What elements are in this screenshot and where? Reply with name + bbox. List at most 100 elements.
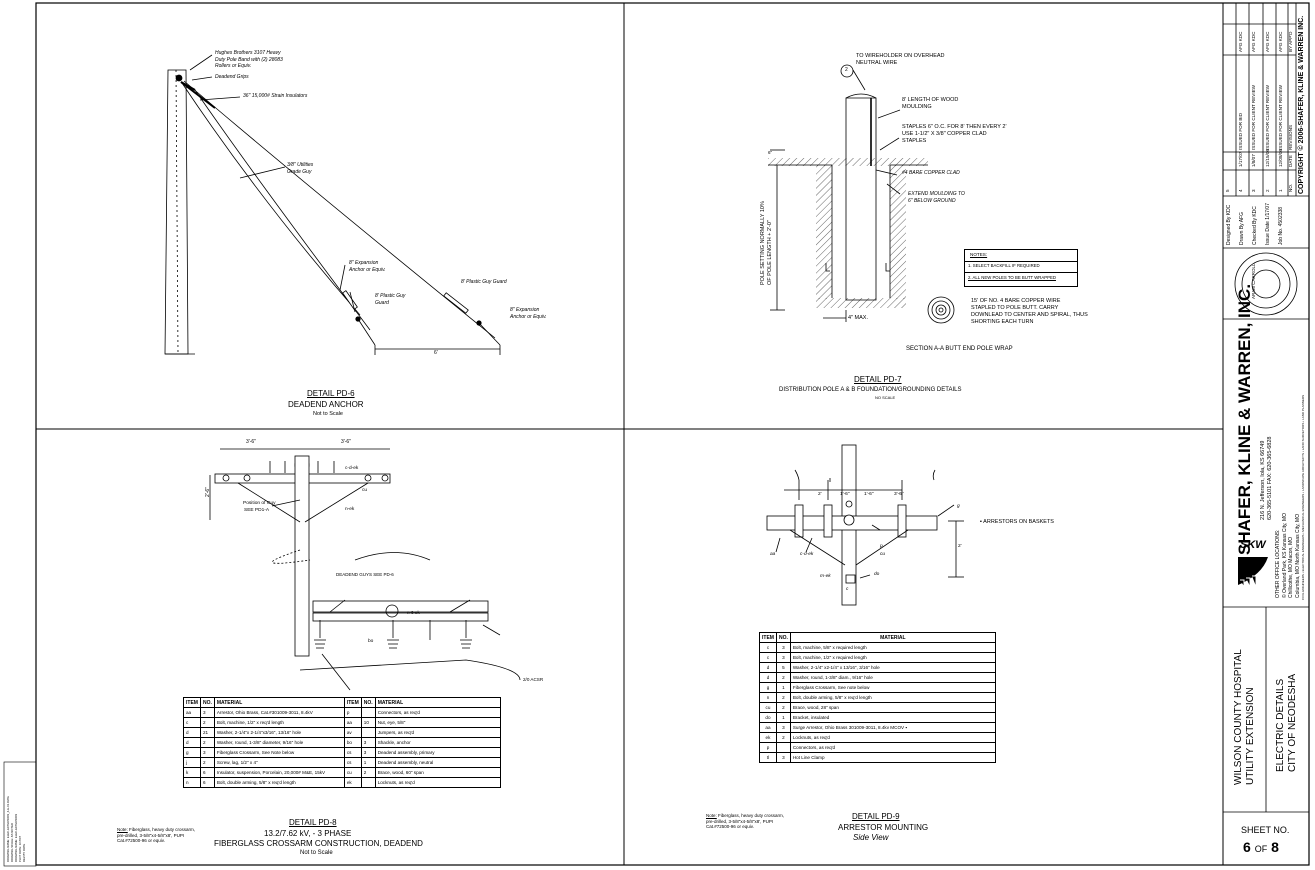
table-cell: c: [759, 652, 777, 663]
table-cell: aa: [759, 722, 777, 733]
pd7-title: DETAIL PD-7: [854, 375, 902, 384]
table-cell: av: [343, 727, 362, 738]
revision-cell: AFG KDC: [1238, 31, 1243, 52]
pd9-dim2: 1'-6": [840, 492, 850, 497]
table-cell: 1: [775, 682, 791, 693]
titleblock-grid: [1223, 3, 1309, 813]
sheet-border: [35, 2, 1310, 866]
table-cell: 3: [199, 747, 215, 758]
pd9-do-label: do: [874, 572, 880, 577]
pd8-col-item2: ITEM: [343, 697, 362, 708]
table-cell: 3: [775, 642, 791, 653]
table-cell: Hot Line Clamp: [789, 752, 996, 763]
pd8-acsr-label: 2/0 ACSR: [523, 677, 544, 682]
pd8-position-label: Position of Guy: [243, 501, 276, 506]
pd8-subtitle1: 13.2/7.62 kV, - 3 PHASE: [264, 829, 352, 838]
pd7-subtitle: DISTRIBUTION POLE A & B FOUNDATION/GROUN…: [779, 387, 962, 393]
pd9-dim3: 1'-6": [864, 492, 874, 497]
skw-logo: [1238, 557, 1268, 586]
table-cell: Bolt, double arming, 5/8" x req'd length: [789, 692, 996, 703]
table-cell: n: [759, 692, 777, 703]
revision-cell: 1/17/07: [1238, 151, 1243, 167]
drawn-by: Drawn By AFG: [1239, 211, 1245, 245]
issue-date: Issue Date 1/17/07: [1265, 203, 1271, 245]
pd9-title: DETAIL PD-9: [852, 812, 900, 821]
pd7-note-1: 1. SELECT BACKFILL IF REQUIRED: [968, 263, 1040, 268]
pd8-col-item: ITEM: [183, 697, 201, 708]
table-cell: 5: [775, 662, 791, 673]
table-cell: cs: [343, 757, 362, 768]
pd8-guys-label: DEADEND GUYS SEE PD-6: [336, 572, 394, 577]
pd8-title: DETAIL PD-8: [289, 818, 337, 827]
pd9-arrestors-label: ▪ ARRESTORS ON BASKETS: [980, 519, 1054, 525]
table-cell: Connectors, as req'd: [374, 707, 501, 718]
pd8-dim1: 3'-6": [246, 439, 256, 445]
pd8-col-no2: NO.: [360, 697, 376, 708]
table-cell: Bolt, machine, 1/2" x req'd length: [213, 717, 345, 728]
pd7-setting-label: POLE SETTING NORMALLY 10%OF POLE LENGTH …: [760, 201, 773, 285]
firm-disciplines: CIVIL ENGINEERS • ELECTRICAL ENGINEERS •…: [1301, 394, 1305, 600]
revision-cell: 2: [1265, 189, 1270, 192]
pd8-note: Note: Fiberglass, heavy duty crossarm, p…: [117, 827, 196, 843]
table-cell: [360, 727, 376, 738]
table-cell: do: [759, 712, 777, 723]
pd9-table-header: ITEM NO. MATERIAL: [759, 632, 996, 643]
table-cell: 2: [360, 767, 376, 778]
table-cell: aa: [183, 707, 201, 718]
table-cell: Bolt, machine, 1/2" x required length: [789, 652, 996, 663]
pd6-guard1-label: 8' Plastic Guy Guard: [461, 279, 507, 285]
table-cell: Washer, 2-1/4" x2-1/4" x 13/16", 3/16" h…: [789, 662, 996, 673]
pd8-dim3: 2'-6": [205, 487, 211, 497]
table-cell: aa: [343, 717, 362, 728]
table-cell: p: [759, 742, 777, 753]
table-cell: cs: [343, 747, 362, 758]
table-cell: k: [183, 767, 201, 778]
pd9-subtitle: ARRESTOR MOUNTING: [838, 823, 929, 832]
revision-cell: ISSUED FOR CLIENT REVIEW: [1265, 84, 1270, 150]
table-cell: 3: [775, 722, 791, 733]
table-cell: ek: [343, 777, 362, 788]
pd9-col-material: MATERIAL: [789, 632, 996, 643]
pd7-scale: NO SCALE: [875, 395, 896, 400]
pd8-bo-label: bo: [368, 639, 374, 644]
table-cell: 6: [199, 767, 215, 778]
pd7-note-2: 2. ALL NEW POLES TO BE BUTT WRAPPED: [968, 275, 1056, 280]
table-cell: g: [759, 682, 777, 693]
pd8-col-material2: MATERIAL: [374, 697, 501, 708]
table-cell: Arrestor, Ohio Brass, Cat.#301009-3011, …: [213, 707, 345, 718]
table-cell: p: [343, 707, 362, 718]
revision-cell: AFG KDC: [1251, 31, 1256, 52]
table-cell: Fiberglass Crossarm, See Note below: [213, 747, 345, 758]
plot-stamp-box: [3, 761, 37, 867]
revision-cell: NO.: [1288, 183, 1293, 192]
pd7-callout-circle: 2: [845, 67, 848, 73]
pd7-notes-title: NOTES:: [970, 252, 988, 257]
table-cell: Surge Arrestor, Ohio Brass 301009-3011, …: [789, 722, 996, 733]
pd7-section-label: SECTION A-A BUTT END POLE WRAP: [906, 346, 1013, 352]
table-cell: 2: [199, 757, 215, 768]
table-cell: 1: [775, 712, 791, 723]
skw-logo-text: SKW: [1240, 539, 1266, 551]
firm-name: SHAFER, KLINE & WARREN, INC.: [1235, 283, 1254, 555]
table-cell: n: [183, 777, 201, 788]
revision-cell: AFG KDC: [1278, 31, 1283, 52]
table-cell: Connectors, as req'd: [789, 742, 996, 753]
table-cell: Nut, eye, 5/8": [374, 717, 501, 728]
pd8-col-no: NO.: [199, 697, 215, 708]
table-cell: 2: [199, 717, 215, 728]
table-cell: cu: [343, 767, 362, 778]
pd8-table-header: ITEM NO. MATERIAL ITEM NO. MATERIAL: [183, 697, 501, 708]
